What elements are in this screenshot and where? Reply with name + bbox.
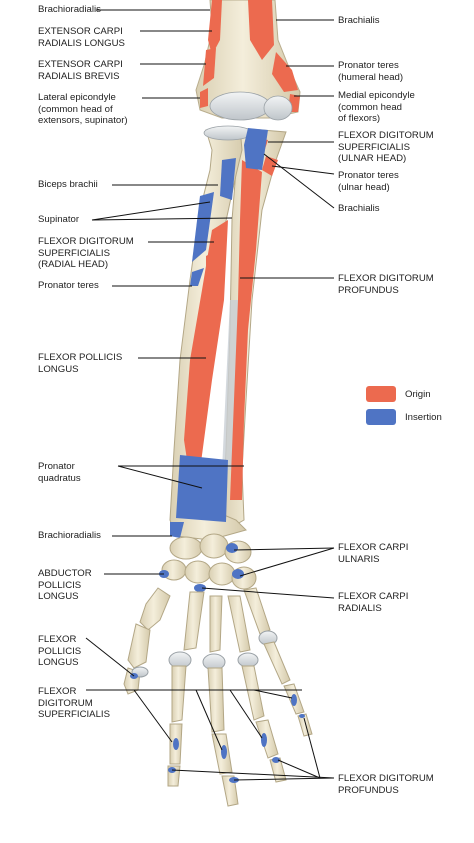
brachioradialis-origin <box>208 0 222 55</box>
label-ecrb: EXTENSOR CARPI RADIALIS BREVIS <box>38 59 123 82</box>
label-lateral-epicondyle: Lateral epicondyle (common head of exten… <box>38 92 128 126</box>
fdp-insertion-little <box>299 714 305 718</box>
forearm-bones <box>169 125 287 541</box>
legend-origin-label: Origin <box>405 388 431 400</box>
brachioradialis-insertion <box>170 522 184 538</box>
humerus-bone <box>195 0 301 121</box>
label-fpl-forearm: FLEXOR POLLICIS LONGUS <box>38 352 123 375</box>
label-biceps-brachii: Biceps brachii <box>38 179 98 190</box>
biceps-insertion <box>220 158 236 200</box>
fpl-origin <box>184 220 228 480</box>
label-ecrl: EXTENSOR CARPI RADIALIS LONGUS <box>38 26 125 49</box>
legend-insertion: Insertion <box>366 409 442 425</box>
pronator-teres-insertion <box>190 268 204 286</box>
label-supinator: Supinator <box>38 214 80 225</box>
hand-bones <box>123 587 313 807</box>
label-fpl-hand: FLEXOR POLLICIS LONGUS <box>38 634 82 668</box>
fdp-insertion-ring <box>272 757 280 763</box>
fds-insertion-little <box>291 694 297 706</box>
label-fds-ulnar-head: FLEXOR DIGITORUM SUPERFICIALIS (ULNAR HE… <box>338 130 434 164</box>
pronator-quadratus-insertion <box>176 455 228 522</box>
fcu-insertion-2 <box>232 569 244 579</box>
fcu-insertion <box>226 543 238 553</box>
fds-insertion-ring <box>261 733 267 747</box>
carpal-bones <box>159 533 257 592</box>
brachialis-insertion <box>244 128 268 170</box>
label-brachialis-top: Brachialis <box>338 15 380 26</box>
label-fcr: FLEXOR CARPI RADIALIS <box>338 591 409 614</box>
label-brachialis-right: Brachialis <box>338 203 380 214</box>
label-brachioradialis-top: Brachioradialis <box>38 4 101 15</box>
label-fcu: FLEXOR CARPI ULNARIS <box>338 542 409 565</box>
pt-ulnar-origin <box>262 156 278 176</box>
origin-swatch <box>366 386 396 402</box>
label-fdp-hand: FLEXOR DIGITORUM PROFUNDUS <box>338 773 434 796</box>
ecrl-origin <box>203 48 216 86</box>
legend-insertion-label: Insertion <box>405 411 442 423</box>
label-pronator-quadratus: Pronator quadratus <box>38 461 81 484</box>
label-pronator-teres-humeral: Pronator teres (humeral head) <box>338 60 404 83</box>
label-fdp-forearm: FLEXOR DIGITORUM PROFUNDUS <box>338 273 434 296</box>
label-fds-hand: FLEXOR DIGITORUM SUPERFICIALIS <box>38 686 110 720</box>
fcr-insertion <box>194 584 206 592</box>
label-brachioradialis-bottom: Brachioradialis <box>38 530 101 541</box>
label-pronator-teres-left: Pronator teres <box>38 280 99 291</box>
supinator-insertion <box>192 192 214 262</box>
brachialis-origin <box>248 0 274 60</box>
fds-radial-origin <box>206 248 222 282</box>
lateral-epicondyle-origin <box>200 88 208 108</box>
label-pronator-teres-ulnar: Pronator teres (ulnar head) <box>338 170 399 193</box>
legend-origin: Origin <box>366 386 431 402</box>
label-fds-radial-head: FLEXOR DIGITORUM SUPERFICIALIS (RADIAL H… <box>38 236 134 270</box>
pronator-teres-humeral-origin <box>272 52 298 92</box>
leader-lines <box>85 9 335 781</box>
label-medial-epicondyle: Medial epicondyle (common head of flexor… <box>338 90 415 124</box>
insertion-swatch <box>366 409 396 425</box>
fdp-origin <box>230 160 262 500</box>
fds-insertion-index <box>173 738 179 750</box>
label-apl: ABDUCTOR POLLICIS LONGUS <box>38 568 92 602</box>
fds-insertion-middle <box>221 745 227 759</box>
